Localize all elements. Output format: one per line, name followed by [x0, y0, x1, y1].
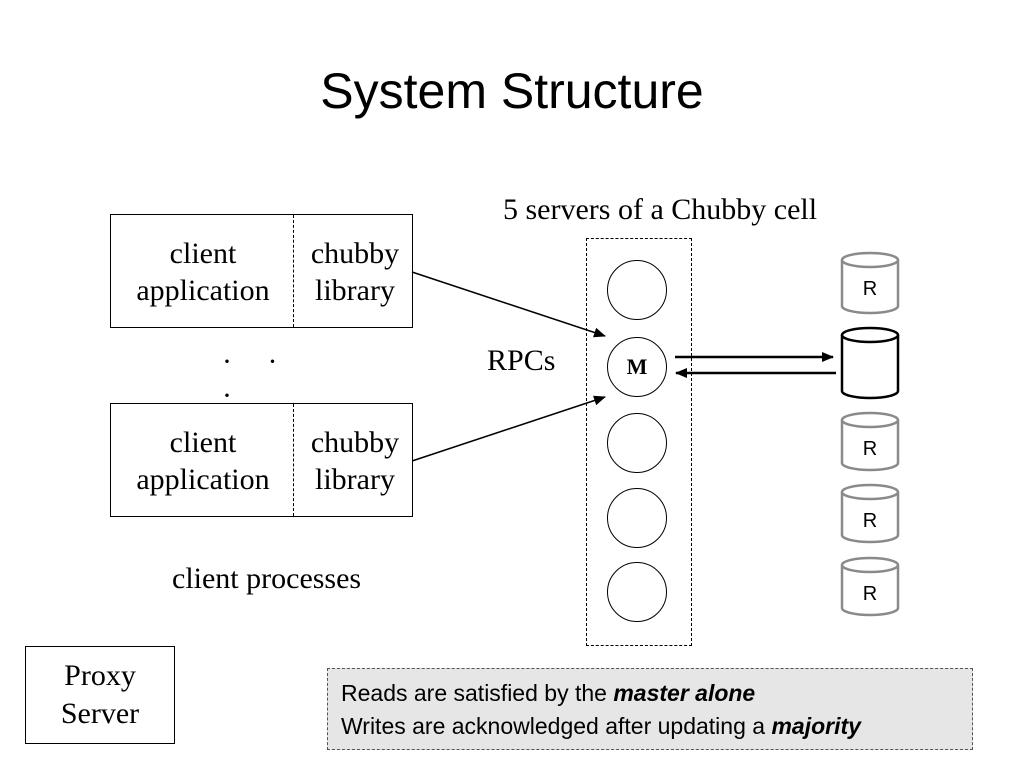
server-replica-circle	[607, 488, 667, 548]
proxy-line1: Proxy	[64, 659, 136, 692]
proxy-server-box: Proxy Server	[25, 646, 175, 744]
replica-database-icon: R	[840, 251, 900, 315]
rpcs-label: RPCs	[487, 344, 556, 377]
client-process-box-1: client application chubby library	[110, 214, 413, 328]
note-line2-emphasis: majority	[771, 713, 861, 739]
note-line1: Reads are satisfied by the master alone	[341, 677, 972, 710]
replica-label: R	[863, 278, 877, 300]
client-application: client application	[119, 235, 287, 309]
client-application-line1: client	[169, 237, 237, 270]
server-replica-circle	[607, 413, 667, 473]
note-line1-emphasis: master alone	[613, 680, 756, 706]
server-replica-circle	[607, 260, 667, 320]
note-line1-text: Reads are satisfied by the	[341, 680, 614, 706]
replica-label: R	[863, 438, 877, 460]
chubby-library-line2: library	[315, 274, 395, 307]
client-application: client application	[119, 424, 287, 498]
chubby-library: chubby library	[299, 424, 411, 498]
replica-database-icon: R	[840, 411, 900, 472]
consistency-note: Reads are satisfied by the master alone …	[327, 668, 973, 750]
client-application-line1: client	[169, 426, 237, 459]
chubby-cell-box	[586, 238, 692, 646]
dashed-divider	[293, 404, 294, 516]
note-line2: Writes are acknowledged after updating a…	[341, 710, 972, 743]
note-line2-text: Writes are acknowledged after updating a	[341, 713, 772, 739]
master-database-icon	[840, 326, 900, 400]
client-application-line2: application	[136, 463, 270, 496]
ellipsis: · · ·	[222, 345, 292, 412]
rpc-arrow-1	[411, 271, 606, 338]
chubby-cell-label: 5 servers of a Chubby cell	[503, 193, 818, 226]
replica-label: R	[863, 510, 877, 532]
proxy-line2: Server	[60, 697, 140, 730]
master-label: M	[626, 354, 648, 379]
client-application-line2: application	[136, 274, 270, 307]
rpc-arrow-2	[411, 395, 606, 462]
server-replica-circle	[607, 562, 667, 622]
chubby-library-line1: chubby	[310, 426, 400, 459]
chubby-library-line2: library	[315, 463, 395, 496]
client-processes-label: client processes	[172, 562, 362, 595]
replica-database-icon: R	[840, 483, 900, 544]
page-title: System Structure	[320, 63, 704, 119]
dashed-divider	[293, 215, 294, 327]
chubby-library-line1: chubby	[310, 237, 400, 270]
server-master-circle: M	[607, 337, 667, 397]
chubby-library: chubby library	[299, 235, 411, 309]
client-process-box-2: client application chubby library	[110, 403, 413, 517]
replica-label: R	[863, 583, 877, 605]
replica-database-icon: R	[840, 556, 900, 617]
